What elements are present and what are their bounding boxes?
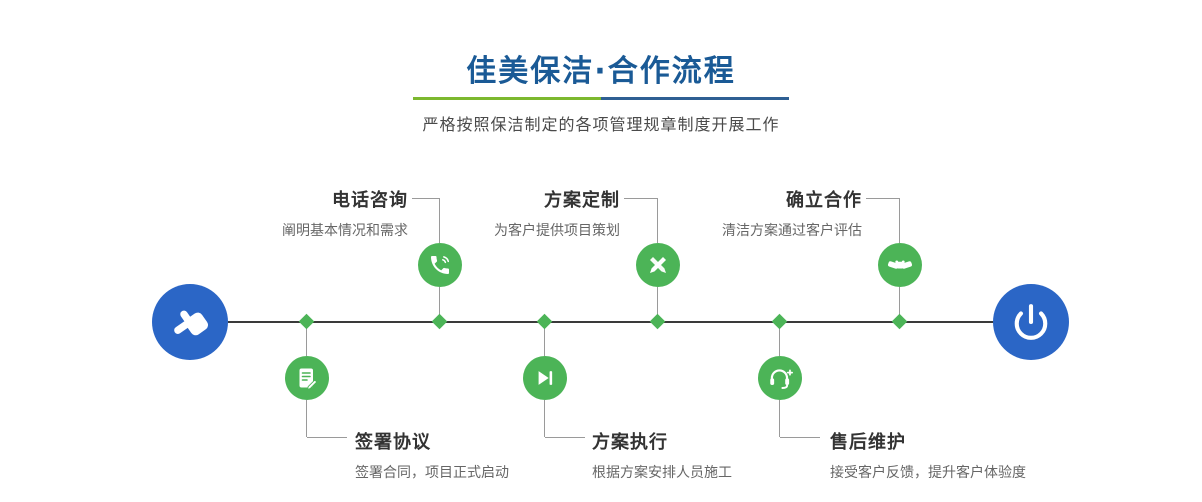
connector-line — [439, 287, 440, 322]
timeline-node-diamond — [536, 313, 553, 330]
step-node — [418, 243, 462, 287]
connector-line — [780, 437, 820, 438]
timeline-end-node — [993, 284, 1069, 360]
connector-line — [439, 198, 440, 243]
step-desc: 接受客户反馈，提升客户体验度 — [830, 465, 1026, 481]
step-title: 签署协议 — [355, 432, 431, 453]
timeline-node-diamond — [891, 313, 908, 330]
step-title: 售后维护 — [830, 432, 906, 453]
step-node — [523, 356, 567, 400]
step-title: 确立合作 — [786, 190, 862, 211]
timeline-start-node — [152, 284, 228, 360]
connector-line — [307, 437, 347, 438]
timeline-node-diamond — [298, 313, 315, 330]
step-desc: 阐明基本情况和需求 — [282, 223, 408, 239]
timeline-node-diamond — [431, 313, 448, 330]
step-node — [878, 243, 922, 287]
connector-line — [657, 287, 658, 322]
timeline-node-diamond — [771, 313, 788, 330]
phone-icon — [431, 256, 450, 274]
power-icon — [1014, 304, 1048, 340]
connector-line — [657, 198, 658, 243]
step-title: 方案执行 — [592, 432, 668, 453]
connector-line — [624, 198, 658, 199]
step-desc: 清洁方案通过客户评估 — [722, 223, 862, 239]
timeline-line — [228, 321, 994, 323]
timeline-node-diamond — [649, 313, 666, 330]
contract-icon — [299, 368, 318, 390]
step-desc: 签署合同，项目正式启动 — [355, 465, 509, 481]
step-node — [285, 356, 329, 400]
step-desc: 根据方案安排人员施工 — [592, 465, 732, 481]
connector-line — [779, 322, 780, 356]
handshake-icon — [888, 260, 912, 269]
step-title: 方案定制 — [544, 190, 620, 211]
headset-plus-icon — [770, 369, 793, 389]
pen-tools-icon — [650, 257, 666, 273]
connector-line — [899, 198, 900, 243]
connector-line — [412, 198, 440, 199]
connector-line — [306, 322, 307, 356]
step-node — [758, 356, 802, 400]
page-title: 佳美保洁·合作流程 — [466, 54, 736, 89]
connector-line — [544, 400, 545, 437]
connector-line — [545, 437, 585, 438]
connector-line — [306, 400, 307, 437]
play-forward-icon — [538, 371, 553, 385]
divider-blue-segment — [601, 97, 789, 100]
step-title: 电话咨询 — [332, 190, 408, 211]
page-subtitle: 严格按照保洁制定的各项管理规章制度开展工作 — [422, 115, 780, 134]
connector-line — [866, 198, 900, 199]
connector-line — [544, 322, 545, 356]
step-desc: 为客户提供项目策划 — [494, 223, 620, 239]
divider-green-segment — [413, 97, 601, 100]
connector-line — [899, 287, 900, 322]
title-divider — [413, 97, 789, 100]
connector-line — [779, 400, 780, 437]
step-node — [636, 243, 680, 287]
hand-pointer-icon — [174, 310, 209, 336]
